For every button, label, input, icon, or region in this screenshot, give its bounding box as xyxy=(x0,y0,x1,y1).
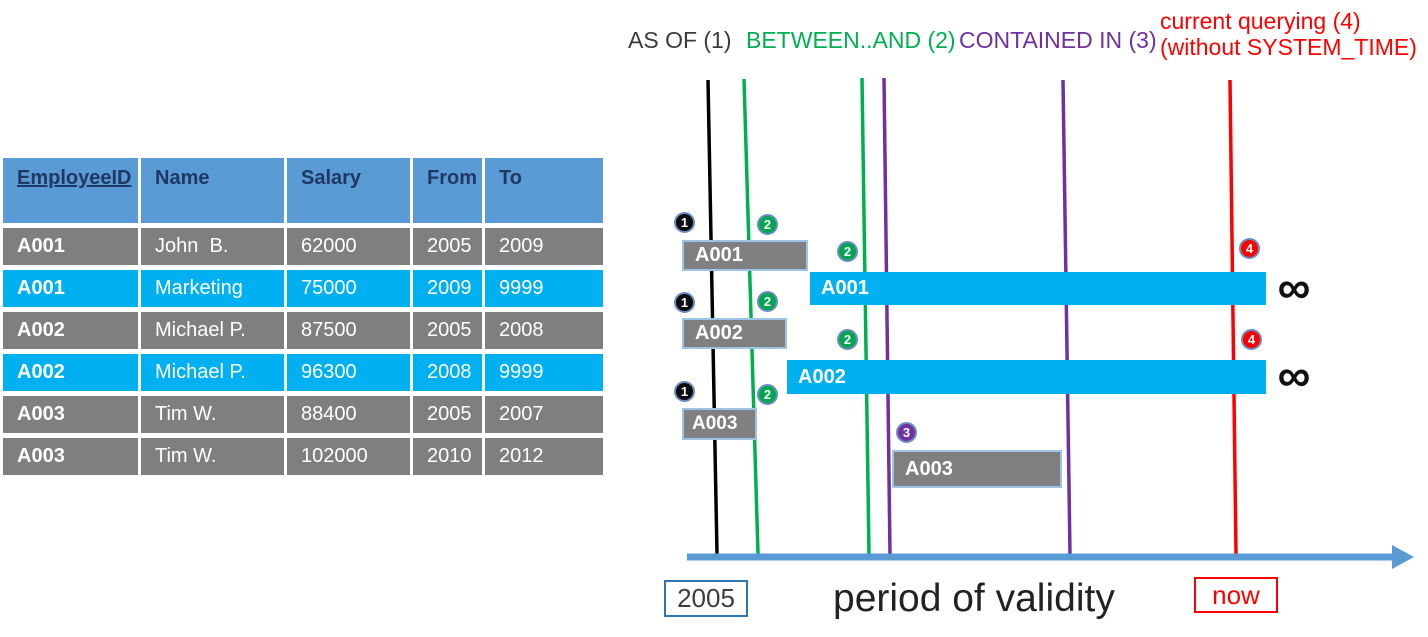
cell-r3-from: 2005 xyxy=(413,312,482,349)
cell-r4-from: 2008 xyxy=(413,354,482,391)
cell-r2-from: 2009 xyxy=(413,270,482,307)
cell-r4-id: A002 xyxy=(3,354,138,391)
legend-as-of: AS OF (1) xyxy=(628,27,732,53)
legend-between-and: BETWEEN..AND (2) xyxy=(746,27,956,53)
bar-label: A001 xyxy=(695,244,743,266)
axis-arrowhead-icon xyxy=(1392,545,1414,569)
cell-r1-id: A001 xyxy=(3,228,138,265)
header-employeeid-label: EmployeeID xyxy=(17,167,132,189)
bar-a002-current-version: A002 xyxy=(787,360,1266,394)
bar-label: A002 xyxy=(798,365,846,388)
badge-as-of-a003: 1 xyxy=(674,381,695,402)
cell-r6-from: 2010 xyxy=(413,438,482,475)
cell-r2-salary: 75000 xyxy=(287,270,410,307)
table-header-from: From xyxy=(413,158,482,223)
employee-table: EmployeeID Name Salary From To A001 John… xyxy=(3,158,603,475)
cell-r2-id: A001 xyxy=(3,270,138,307)
as-of-line xyxy=(706,79,719,555)
badge-current-a002: 4 xyxy=(1241,329,1262,350)
legend-current-querying: current querying (4) (without SYSTEM_TIM… xyxy=(1160,8,1417,60)
cell-r3-to: 2008 xyxy=(485,312,603,349)
now-line xyxy=(1228,79,1238,555)
contained-start-line xyxy=(882,77,892,555)
table-header-employeeid: EmployeeID xyxy=(3,158,138,223)
cell-r5-name: Tim W. xyxy=(141,396,284,433)
cell-r6-name: Tim W. xyxy=(141,438,284,475)
bar-a001-current-version: A001 xyxy=(810,272,1266,305)
cell-r5-id: A003 xyxy=(3,396,138,433)
axis-title: period of validity xyxy=(833,577,1115,620)
bar-label: A001 xyxy=(821,277,869,299)
cell-r6-salary: 102000 xyxy=(287,438,410,475)
cell-r1-name: John B. xyxy=(141,228,284,265)
infinity-icon-a002: ∞ xyxy=(1277,349,1311,401)
cell-r3-name: Michael P. xyxy=(141,312,284,349)
cell-r4-salary: 96300 xyxy=(287,354,410,391)
badge-between-a002-old: 2 xyxy=(757,291,778,312)
axis-start-year-box: 2005 xyxy=(664,580,748,617)
badge-as-of-a001: 1 xyxy=(674,212,695,233)
table-header-to: To xyxy=(485,158,603,223)
bar-a003-contained-version: A003 xyxy=(892,450,1062,488)
badge-contained-a003: 3 xyxy=(896,422,917,443)
between-end-line xyxy=(860,77,871,555)
legend-current-line2: (without SYSTEM_TIME) xyxy=(1160,34,1417,60)
cell-r4-to: 9999 xyxy=(485,354,603,391)
badge-as-of-a002: 1 xyxy=(674,292,695,313)
legend-contained-in: CONTAINED IN (3) xyxy=(959,27,1157,53)
badge-between-a002-current: 2 xyxy=(837,329,858,350)
bar-a001-old-version: A001 xyxy=(682,240,808,271)
cell-r5-salary: 88400 xyxy=(287,396,410,433)
cell-r3-salary: 87500 xyxy=(287,312,410,349)
badge-between-a003: 2 xyxy=(757,384,778,405)
badge-current-a001: 4 xyxy=(1239,238,1260,259)
cell-r3-id: A002 xyxy=(3,312,138,349)
between-start-line xyxy=(742,78,760,555)
table-header-name: Name xyxy=(141,158,284,223)
bar-a002-old-version: A002 xyxy=(682,318,787,349)
cell-r2-to: 9999 xyxy=(485,270,603,307)
bar-label: A002 xyxy=(695,322,743,344)
legend-current-line1: current querying (4) xyxy=(1160,8,1361,34)
cell-r2-name: Marketing xyxy=(141,270,284,307)
cell-r6-to: 2012 xyxy=(485,438,603,475)
badge-between-a001-old: 2 xyxy=(757,214,778,235)
axis-now-box: now xyxy=(1194,577,1278,613)
cell-r1-salary: 62000 xyxy=(287,228,410,265)
infinity-icon-a001: ∞ xyxy=(1277,261,1311,313)
bar-a003-old-version: A003 xyxy=(682,408,757,440)
cell-r1-from: 2005 xyxy=(413,228,482,265)
cell-r5-from: 2005 xyxy=(413,396,482,433)
table-header-salary: Salary xyxy=(287,158,410,223)
bar-label: A003 xyxy=(905,457,953,480)
cell-r6-id: A003 xyxy=(3,438,138,475)
cell-r5-to: 2007 xyxy=(485,396,603,433)
contained-end-line xyxy=(1061,79,1072,555)
cell-r4-name: Michael P. xyxy=(141,354,284,391)
bar-label: A003 xyxy=(692,413,738,434)
cell-r1-to: 2009 xyxy=(485,228,603,265)
badge-between-a001-current: 2 xyxy=(837,241,858,262)
